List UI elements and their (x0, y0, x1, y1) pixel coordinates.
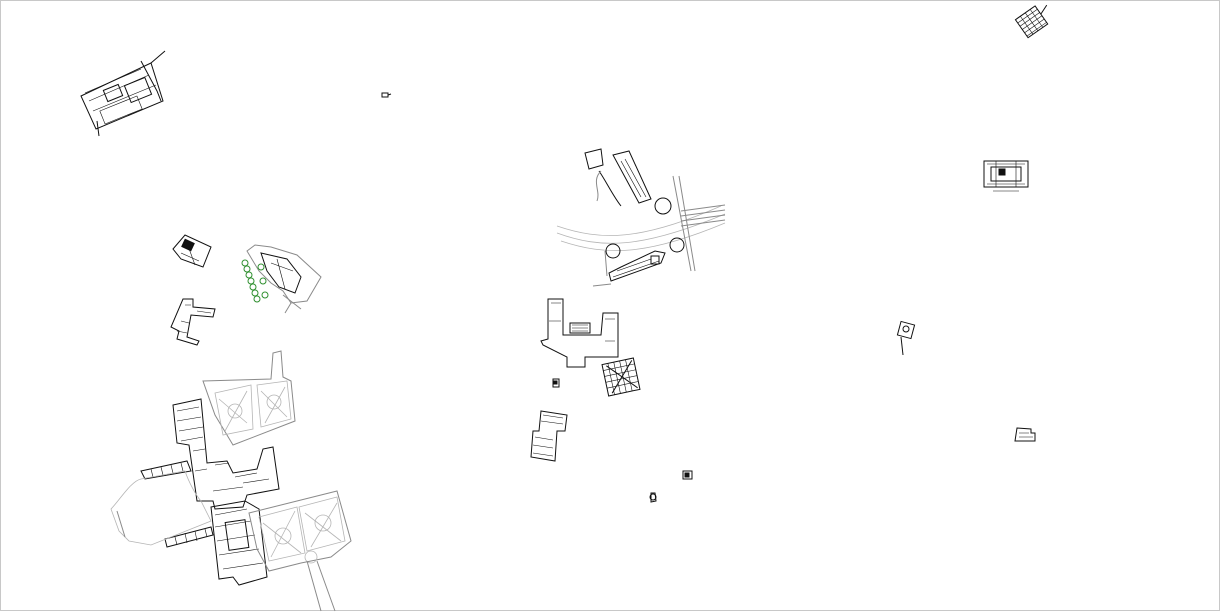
plan-central-campus (556, 148, 726, 287)
plan-right-small-building (896, 320, 916, 356)
plan-right-lower-building (1014, 427, 1036, 442)
plan-small-marks-center (552, 378, 693, 503)
plan-dense-square-block (601, 357, 641, 397)
plan-u-shaped-building (540, 298, 619, 368)
plan-stepped-building (530, 410, 568, 462)
plan-right-courtyard-building (983, 160, 1029, 192)
plan-palace-complex (110, 350, 352, 612)
plan-small-marker (381, 92, 392, 98)
plan-left-square-building (172, 234, 212, 268)
plan-top-left-complex (80, 50, 166, 137)
plan-top-right-building (1014, 4, 1049, 39)
plan-left-green-garden (241, 244, 322, 314)
plan-left-winged-building (170, 298, 216, 346)
